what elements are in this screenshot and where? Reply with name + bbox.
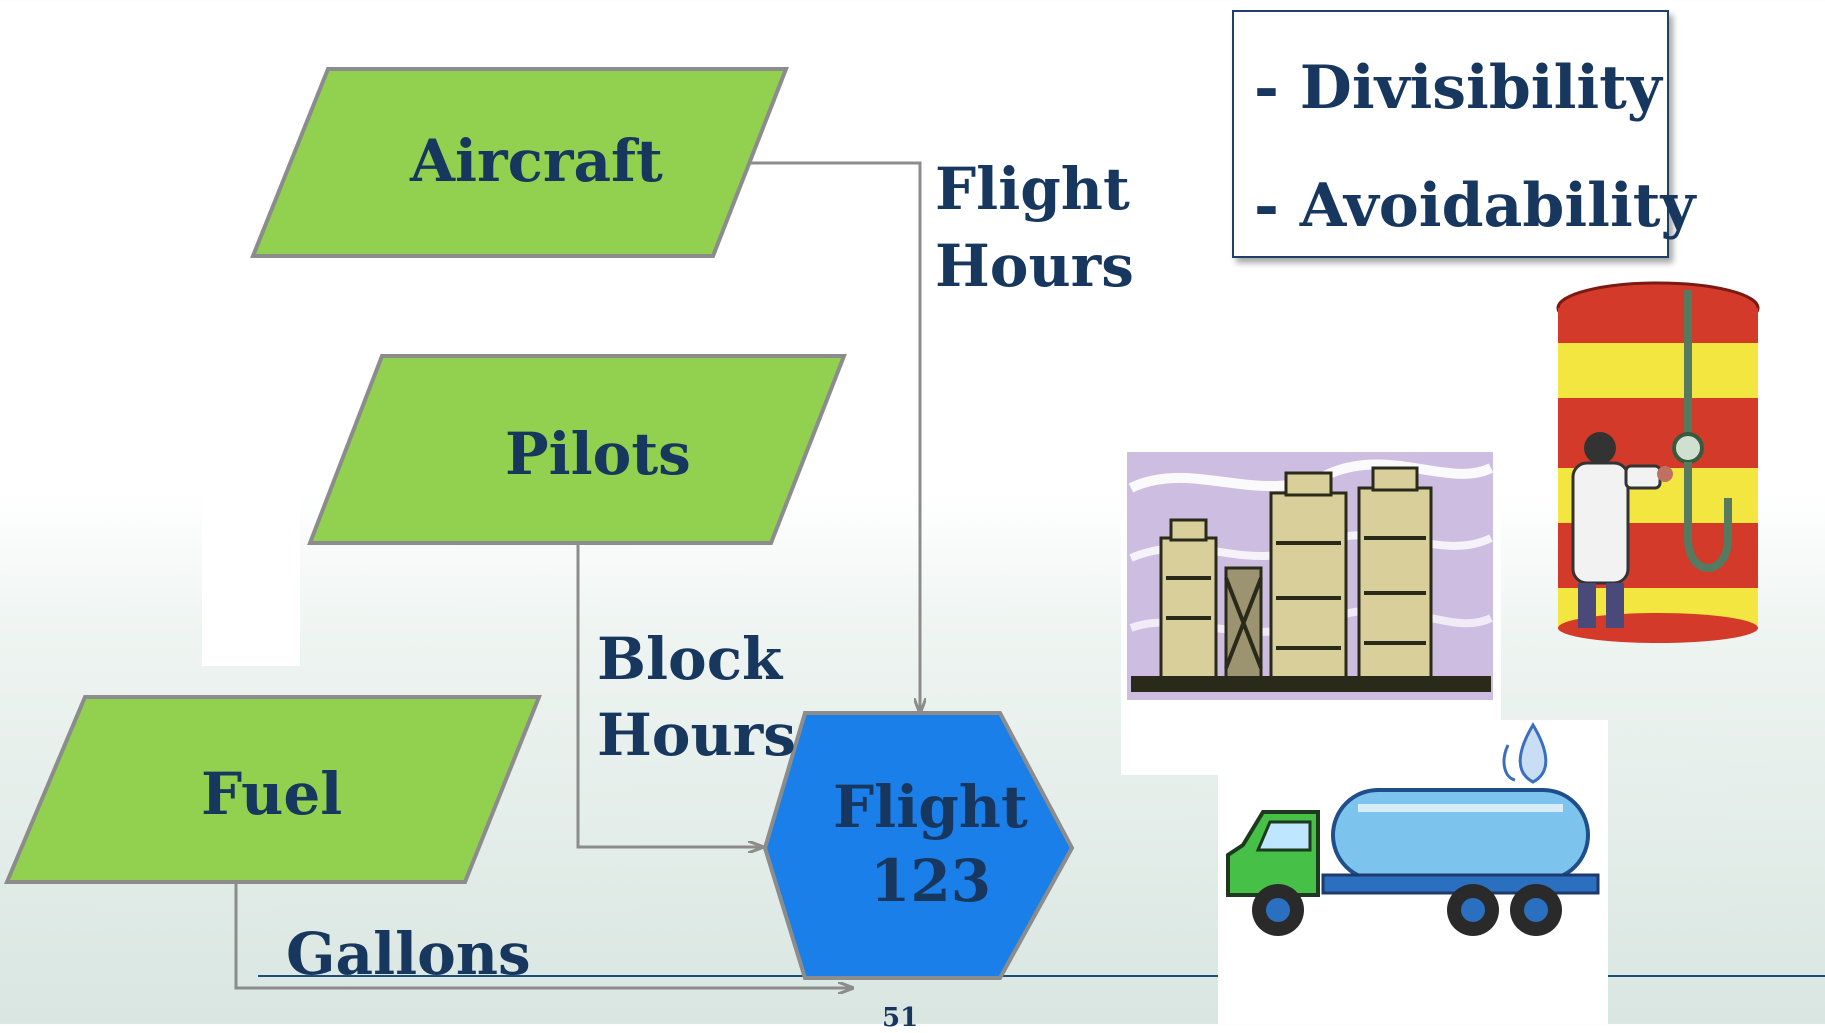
fuel-tank-technician-icon [1556, 281, 1760, 643]
criteria-item: - Avoidability [1254, 171, 1696, 241]
flight-123-shape [762, 711, 1075, 980]
fuel-truck-icon [1218, 720, 1608, 1024]
flight-123-label-line2: 123 [870, 847, 992, 915]
pilots-label: Pilots [505, 420, 691, 488]
refinery-icon [1121, 448, 1501, 723]
fuel-shape [3, 695, 542, 884]
aircraft-shape [250, 67, 789, 258]
pilots-shape [307, 354, 847, 545]
page-number: 51 [882, 1003, 919, 1033]
fuel-label: Fuel [201, 760, 343, 828]
block-hours-label-line1: Block [597, 625, 783, 693]
white-backdrop [202, 440, 300, 666]
gallons-label: Gallons [286, 920, 531, 988]
block-hours-label-line2: Hours [597, 701, 796, 769]
technician-figure [1571, 432, 1673, 628]
criteria-box: - Divisibility - Avoidability [1232, 10, 1695, 258]
connector-gallons [234, 882, 852, 988]
flight-123-label-line1: Flight [833, 773, 1028, 841]
aircraft-label: Aircraft [410, 127, 663, 195]
flight-hours-label-line2: Hours [935, 232, 1134, 300]
criteria-item: - Divisibility [1254, 53, 1662, 123]
flight-hours-label-line1: Flight [935, 155, 1130, 223]
connector-block-hours [576, 540, 762, 847]
connector-flight-hours [748, 161, 920, 712]
